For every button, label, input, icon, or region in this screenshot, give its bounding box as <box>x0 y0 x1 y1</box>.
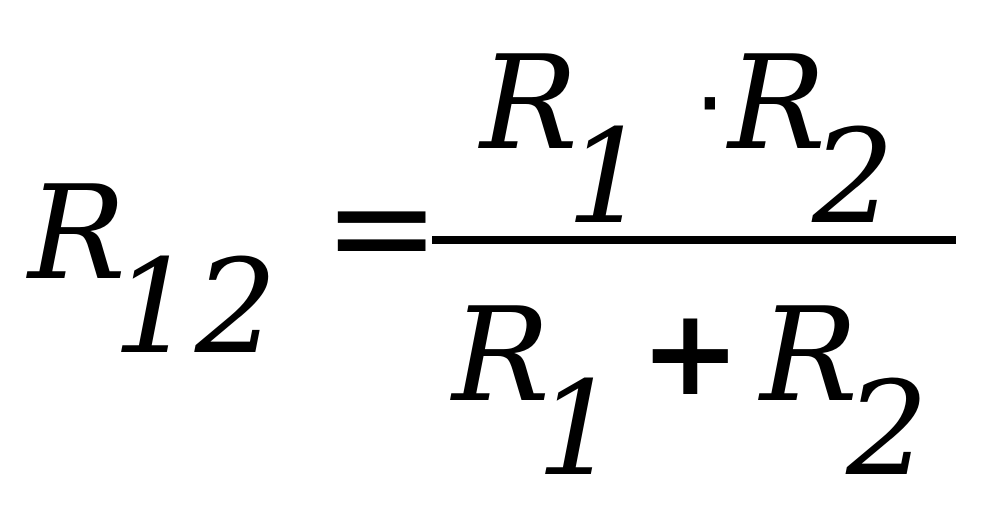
denominator-plus-operator: + <box>640 284 741 423</box>
denominator-term2-subscript: 2 <box>846 353 929 505</box>
numerator-multiply-operator: · <box>694 45 726 162</box>
denominator-term2-symbol: R <box>760 279 858 431</box>
lhs-subscript: 12 <box>112 231 278 383</box>
fraction-bar <box>432 236 956 244</box>
numerator-term1-symbol: R <box>480 27 578 179</box>
denominator-term1-symbol: R <box>452 279 550 431</box>
denominator-term1-subscript: 1 <box>536 353 619 505</box>
numerator-term2-subscript: 2 <box>812 101 895 253</box>
lhs-resistor-symbol: R <box>28 157 126 309</box>
numerator-term1-subscript: 1 <box>566 101 649 253</box>
numerator-term2-symbol: R <box>728 27 826 179</box>
equals-sign: = <box>323 146 441 309</box>
